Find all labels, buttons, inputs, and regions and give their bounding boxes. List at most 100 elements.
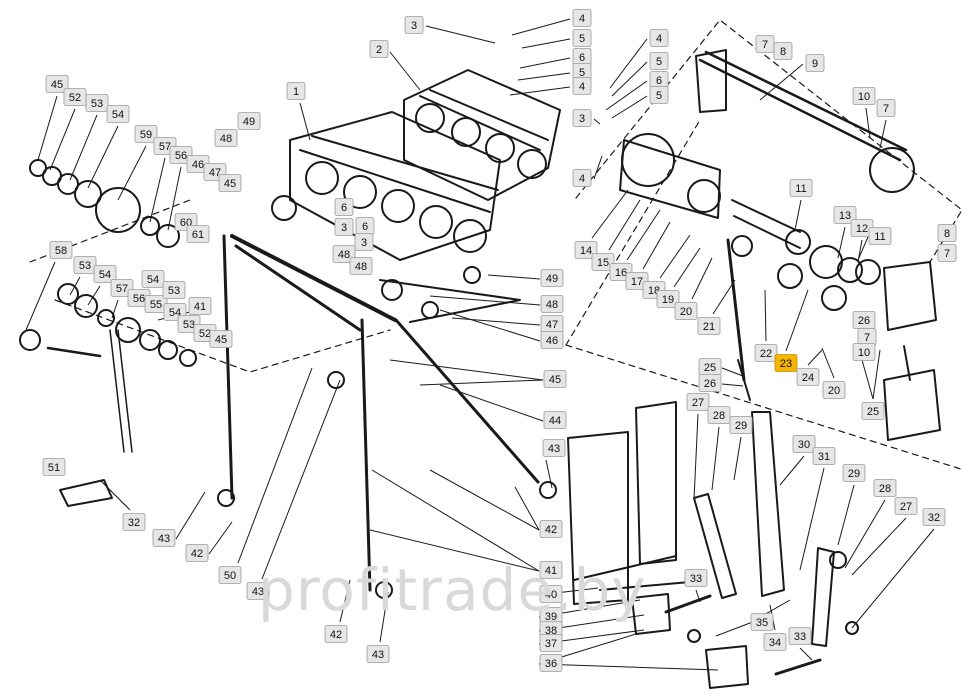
callout-31: 31 <box>812 447 836 465</box>
leader-line-47b <box>451 317 541 326</box>
insulator-disc-upper-2 <box>451 117 481 147</box>
callout-box <box>773 42 793 60</box>
callout-number: 42 <box>191 548 203 560</box>
leader-line-30 <box>779 455 805 486</box>
callout-box <box>937 224 957 242</box>
leader-line-42c <box>339 579 351 623</box>
leader-line-53b <box>69 276 81 296</box>
callout-61: 61 <box>186 225 210 243</box>
callout-number: 20 <box>680 306 692 318</box>
leader-line-58 <box>25 261 56 331</box>
pin-43-bottom <box>375 581 393 599</box>
leader-line-5b <box>517 72 571 81</box>
callout-number: 58 <box>55 245 67 257</box>
callout-number: 43 <box>252 586 264 598</box>
callout-number: 45 <box>51 79 63 91</box>
channel-base <box>573 555 691 591</box>
callout-number: 4 <box>579 173 585 185</box>
callout-box <box>246 582 270 600</box>
main-shaft <box>230 234 397 322</box>
callout-25b: 25 <box>861 402 885 420</box>
leader-line-32a <box>851 528 935 629</box>
housing-16 <box>619 139 721 219</box>
callout-52a: 52 <box>63 88 87 106</box>
leader-line-52a <box>49 108 76 171</box>
callout-48b: 48 <box>332 245 356 263</box>
callout-37: 37 <box>539 634 563 652</box>
leader-line-45a <box>37 95 58 161</box>
callout-box <box>572 29 592 47</box>
callout-3b: 3 <box>572 109 592 127</box>
bar-9 <box>698 50 908 162</box>
callout-number: 43 <box>548 443 560 455</box>
lower-drive-part-4 <box>97 309 115 327</box>
callout-44: 44 <box>543 411 567 429</box>
leader-line-6a <box>519 57 571 69</box>
callout-number: 43 <box>372 649 384 661</box>
callout-box <box>214 129 238 147</box>
leader-line-25b-2 <box>872 349 881 400</box>
callout-box <box>833 206 857 224</box>
callout-number: 57 <box>159 141 171 153</box>
leader-line-28b <box>844 499 886 569</box>
callout-48d: 48 <box>540 295 564 313</box>
callout-number: 7 <box>762 39 768 51</box>
leader-line-9 <box>759 63 804 101</box>
insulator-disc-upper-4 <box>517 149 547 179</box>
leader-line-4a <box>511 18 571 36</box>
channel-bracket-left <box>567 431 629 605</box>
callout-box <box>188 297 212 315</box>
callout-number: 36 <box>545 658 557 670</box>
callout-box <box>876 99 896 117</box>
frame-2-rails <box>419 89 549 151</box>
callout-box <box>162 281 186 299</box>
leader-line-41b-2 <box>371 469 540 572</box>
callout-number: 22 <box>760 348 772 360</box>
callout-number: 5 <box>656 90 662 102</box>
callout-11b: 11 <box>868 227 892 245</box>
callout-box <box>334 218 354 236</box>
callout-23: 23 <box>774 354 798 372</box>
lower-drive-part-7 <box>158 340 178 360</box>
lower-drive-part-8 <box>179 349 197 367</box>
plate-29 <box>751 411 785 597</box>
callout-6b: 6 <box>649 71 669 89</box>
leader-line-36-2 <box>538 663 719 671</box>
callout-number: 54 <box>112 109 124 121</box>
leader-line-44 <box>439 384 544 422</box>
callout-box <box>539 654 563 672</box>
callout-number: 14 <box>580 245 592 257</box>
callout-box <box>540 295 564 313</box>
callout-number: 3 <box>341 222 347 234</box>
callout-box <box>625 272 649 290</box>
rod-41-left <box>222 234 234 500</box>
callout-3c: 3 <box>334 218 354 236</box>
callout-number: 4 <box>579 13 585 25</box>
callout-number: 45 <box>215 334 227 346</box>
callout-36: 36 <box>539 654 563 672</box>
housing-flange <box>621 133 675 187</box>
callout-number: 13 <box>839 210 851 222</box>
bracket-25 <box>883 369 941 441</box>
callout-number: 48 <box>355 261 367 273</box>
callout-40: 40 <box>539 585 563 603</box>
leader-line-2 <box>389 51 421 91</box>
callout-number: 5 <box>656 56 662 68</box>
frame-1 <box>289 111 501 261</box>
callout-30: 30 <box>792 435 816 453</box>
callout-box <box>763 633 787 651</box>
callout-7a: 7 <box>755 35 775 53</box>
callout-10b: 10 <box>852 343 876 361</box>
leader-line-7b <box>879 119 887 149</box>
callout-number: 6 <box>656 75 662 87</box>
callout-53a: 53 <box>85 94 109 112</box>
pin-43-right <box>539 481 557 499</box>
washer-47 <box>421 301 439 319</box>
callout-49a: 49 <box>237 112 261 130</box>
callout-54a: 54 <box>106 105 130 123</box>
insulator-disc-upper-3 <box>485 133 515 163</box>
callout-box <box>750 613 774 631</box>
threaded-rod-lower <box>109 329 133 453</box>
callout-15: 15 <box>591 253 615 271</box>
